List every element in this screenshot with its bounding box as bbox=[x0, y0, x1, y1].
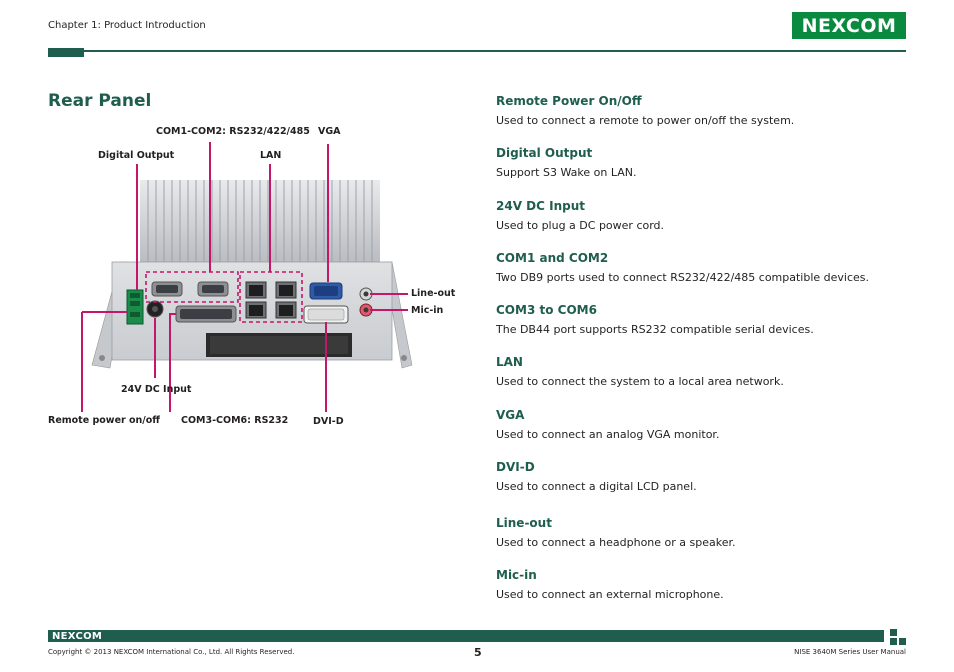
page-number: 5 bbox=[474, 646, 482, 659]
nexcom-logo: NEXCOM bbox=[792, 12, 906, 39]
desc-text: Two DB9 ports used to connect RS232/422/… bbox=[496, 271, 870, 284]
manual-title: NISE 3640M Series User Manual bbox=[794, 648, 906, 656]
callout-remote-power: Remote power on/off bbox=[48, 415, 160, 426]
copyright: Copyright © 2013 NEXCOM International Co… bbox=[48, 648, 295, 656]
desc-title: Digital Output bbox=[496, 146, 593, 160]
callout-dc-input: 24V DC Input bbox=[121, 384, 192, 395]
callout-mic-in: Mic-in bbox=[411, 305, 444, 316]
desc-title: 24V DC Input bbox=[496, 199, 585, 213]
desc-lan: LAN Used to connect the system to a loca… bbox=[496, 355, 916, 388]
footer-bar bbox=[48, 630, 884, 642]
desc-mic-in: Mic-in Used to connect an external micro… bbox=[496, 568, 916, 601]
desc-text: The DB44 port supports RS232 compatible … bbox=[496, 323, 814, 336]
callout-line-out: Line-out bbox=[411, 288, 456, 299]
footer-squares-icon bbox=[890, 629, 906, 645]
desc-digital-output: Digital Output Support S3 Wake on LAN. bbox=[496, 146, 916, 179]
desc-title: COM3 to COM6 bbox=[496, 303, 597, 317]
desc-text: Support S3 Wake on LAN. bbox=[496, 166, 637, 179]
callout-dvid: DVI-D bbox=[313, 416, 344, 427]
desc-com12: COM1 and COM2 Two DB9 ports used to conn… bbox=[496, 251, 916, 284]
callout-lan: LAN bbox=[260, 150, 282, 161]
callout-vga: VGA bbox=[318, 126, 341, 137]
desc-title: Remote Power On/Off bbox=[496, 94, 642, 108]
desc-text: Used to connect a headphone or a speaker… bbox=[496, 536, 736, 549]
lan-ports bbox=[245, 281, 297, 319]
desc-text: Used to connect the system to a local ar… bbox=[496, 375, 784, 388]
callout-com12: COM1-COM2: RS232/422/485 bbox=[156, 126, 310, 137]
desc-text: Used to plug a DC power cord. bbox=[496, 219, 665, 232]
desc-com36: COM3 to COM6 The DB44 port supports RS23… bbox=[496, 303, 916, 336]
desc-dvid: DVI-D Used to connect a digital LCD pane… bbox=[496, 460, 916, 493]
desc-title: VGA bbox=[496, 408, 525, 422]
desc-text: Used to connect an external microphone. bbox=[496, 588, 724, 601]
chapter-label: Chapter 1: Product Introduction bbox=[48, 20, 206, 31]
desc-title: Mic-in bbox=[496, 568, 537, 582]
heatsink-fins bbox=[140, 180, 380, 262]
desc-title: Line-out bbox=[496, 516, 552, 530]
rear-panel-illustration bbox=[81, 142, 413, 412]
desc-title: LAN bbox=[496, 355, 523, 369]
desc-dc-input: 24V DC Input Used to plug a DC power cor… bbox=[496, 199, 916, 232]
footer-logo-text: NEXCOM bbox=[52, 630, 103, 642]
desc-title: COM1 and COM2 bbox=[496, 251, 609, 265]
callout-com36: COM3-COM6: RS232 bbox=[181, 415, 289, 426]
header-rule bbox=[84, 50, 906, 52]
desc-remote-power: Remote Power On/Off Used to connect a re… bbox=[496, 94, 916, 127]
desc-title: DVI-D bbox=[496, 460, 535, 474]
desc-line-out: Line-out Used to connect a headphone or … bbox=[496, 516, 916, 549]
desc-text: Used to connect a remote to power on/off… bbox=[496, 114, 795, 127]
desc-vga: VGA Used to connect an analog VGA monito… bbox=[496, 408, 916, 441]
desc-text: Used to connect a digital LCD panel. bbox=[496, 480, 697, 493]
desc-text: Used to connect an analog VGA monitor. bbox=[496, 428, 720, 441]
page-title: Rear Panel bbox=[48, 91, 152, 111]
logo-text: NEXCOM bbox=[801, 14, 897, 37]
header-rule-block bbox=[48, 48, 84, 57]
footer-logo: NEXCOM bbox=[52, 630, 102, 642]
callout-digital-output: Digital Output bbox=[98, 150, 175, 161]
